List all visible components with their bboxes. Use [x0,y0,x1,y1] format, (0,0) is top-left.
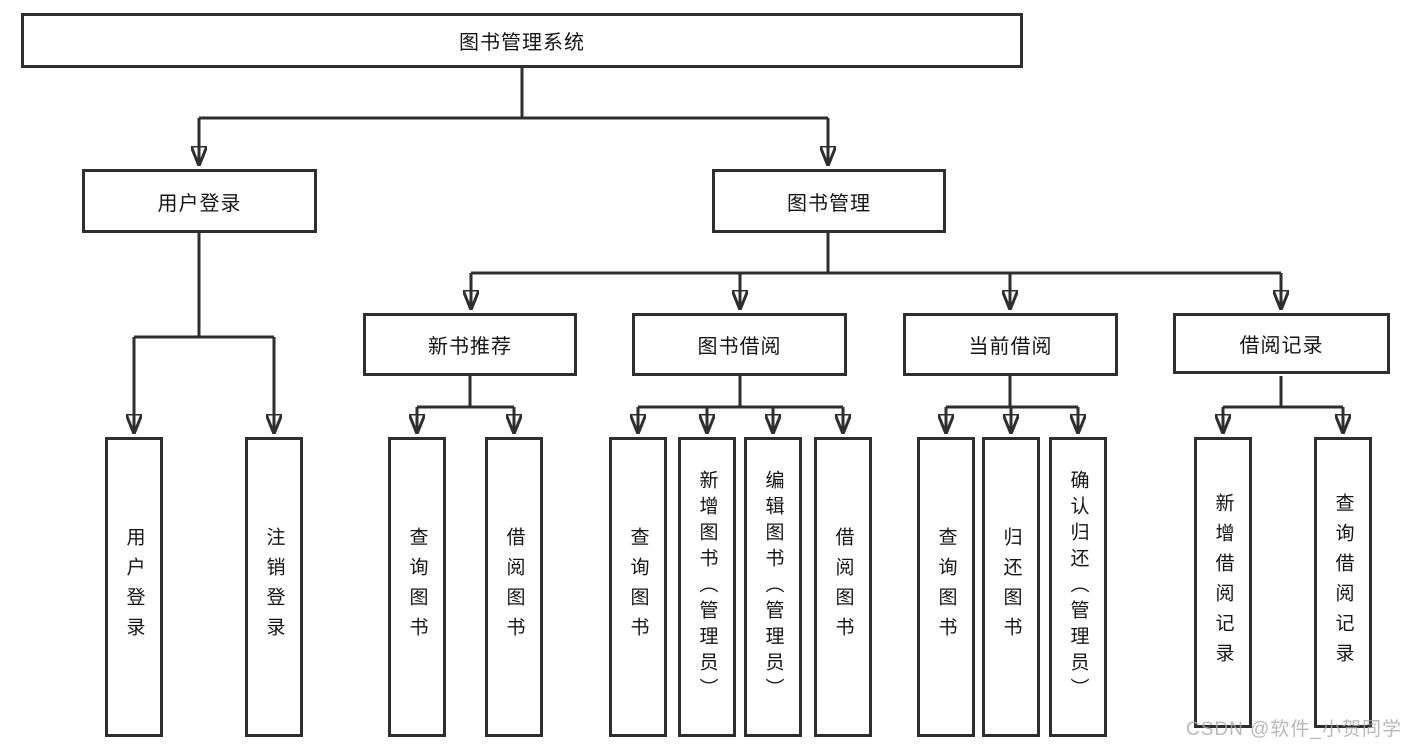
leaf-add-borrow-record: 新增借阅记录 [1194,437,1252,728]
node-current-borrowing: 当前借阅 [903,313,1118,376]
node-book-borrowing-label: 图书借阅 [697,336,782,358]
leaf-edit-book-admin: 编辑图书（管理员） [744,437,802,737]
node-user-login: 用户登录 [82,169,317,233]
connector-root-to-level2 [199,68,828,165]
leaf-borrowing-borrow-books: 借阅图书 [814,437,872,737]
node-book-management-label: 图书管理 [787,192,871,215]
node-root-label: 图书管理系统 [459,32,585,54]
node-new-book-recommend: 新书推荐 [363,313,577,376]
leaf-query-borrow-record-label: 查询借阅记录 [1332,492,1354,673]
node-borrowing-records-label: 借阅记录 [1239,335,1324,357]
node-book-management: 图书管理 [712,169,946,233]
leaf-add-book-admin-label: 新增图书（管理员） [696,470,718,704]
leaf-borrowing-query-books: 查询图书 [609,437,667,737]
connector-book-management-children [471,233,1281,309]
leaf-logout: 注销登录 [245,437,303,737]
node-current-borrowing-label: 当前借阅 [968,336,1053,358]
leaf-borrowing-query-books-label: 查询图书 [627,527,649,647]
connector-borrowing-records-children [1223,376,1343,433]
connector-new-book-recommend-children [417,376,514,433]
leaf-query-borrow-record: 查询借阅记录 [1314,437,1372,728]
leaf-confirm-return-admin: 确认归还（管理员） [1049,437,1107,737]
leaf-user-login: 用户登录 [105,437,163,737]
leaf-current-query-books: 查询图书 [917,437,975,737]
leaf-current-query-books-label: 查询图书 [935,527,957,647]
node-root-library-system: 图书管理系统 [21,13,1023,68]
leaf-user-login-label: 用户登录 [123,527,145,647]
watermark: CSDN @软件_小贺同学 [1186,719,1402,740]
leaf-return-books-label: 归还图书 [1000,527,1022,647]
node-user-login-label: 用户登录 [157,192,242,215]
node-borrowing-records: 借阅记录 [1173,313,1390,374]
connector-book-borrowing-children [638,376,843,433]
node-book-borrowing: 图书借阅 [632,313,847,376]
leaf-recommend-borrow-books: 借阅图书 [485,437,543,737]
leaf-add-borrow-record-label: 新增借阅记录 [1212,492,1234,673]
leaf-recommend-query-books: 查询图书 [388,437,446,737]
leaf-add-book-admin: 新增图书（管理员） [678,437,736,737]
leaf-return-books: 归还图书 [982,437,1040,737]
leaf-logout-label: 注销登录 [263,527,285,647]
node-new-book-recommend-label: 新书推荐 [428,336,512,358]
leaf-recommend-query-books-label: 查询图书 [406,527,428,647]
leaf-confirm-return-admin-label: 确认归还（管理员） [1067,470,1089,704]
connector-user-login-children [134,233,274,433]
connector-current-borrowing-children [946,376,1078,433]
leaf-edit-book-admin-label: 编辑图书（管理员） [762,470,784,704]
leaf-borrowing-borrow-books-label: 借阅图书 [832,527,854,647]
leaf-recommend-borrow-books-label: 借阅图书 [503,527,525,647]
